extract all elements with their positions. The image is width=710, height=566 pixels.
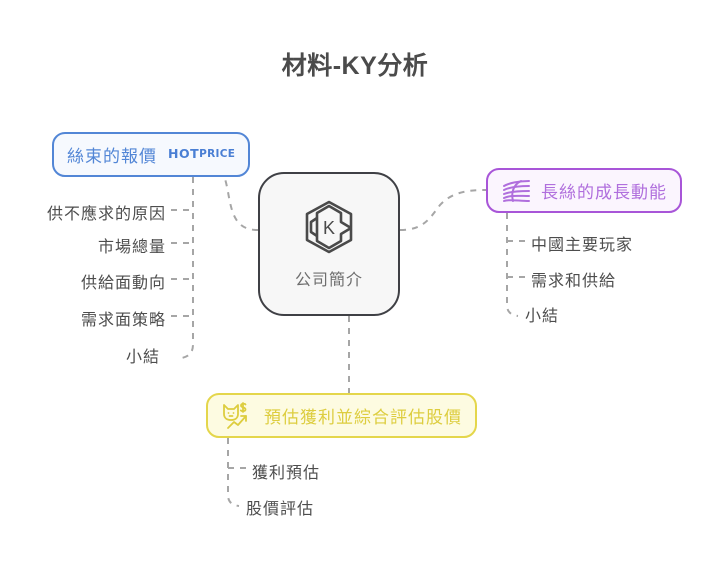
leaf-label[interactable]: 小結: [125, 349, 160, 366]
leaf-label[interactable]: 供給面動向: [80, 275, 166, 292]
leaf-label[interactable]: 獲利預估: [252, 465, 321, 482]
leaf-label[interactable]: 股價評估: [246, 501, 315, 518]
central-node[interactable]: K 公司簡介: [258, 172, 400, 316]
branch-node-profit-valuation-label: 預估獲利並綜合評估股價: [264, 408, 462, 427]
edge-center-to-purple: [399, 189, 487, 231]
fiber-strands-icon: [501, 178, 531, 204]
page-title: 材料-KY分析: [281, 52, 429, 80]
cat-dollar-trend-icon: [221, 401, 255, 431]
leaf-label[interactable]: 需求和供給: [531, 273, 617, 290]
central-node-label: 公司簡介: [294, 272, 363, 289]
edge-yellow-trunk: [227, 438, 240, 507]
branch-node-filament-growth[interactable]: 長絲的成長動能: [486, 168, 682, 213]
hot-price-badge-icon: HOT PRICE: [168, 146, 236, 162]
leaf-label[interactable]: 中國主要玩家: [531, 237, 634, 254]
leaf-label[interactable]: 供不應求的原因: [46, 206, 166, 223]
branch-node-filament-growth-label: 長絲的成長動能: [541, 183, 667, 202]
leaf-label[interactable]: 小結: [525, 308, 560, 325]
hexagon-k-logo-icon: K: [301, 198, 357, 256]
branch-node-tow-price-label: 絲束的報價: [67, 147, 157, 166]
hot-price-line2: PRICE: [199, 148, 236, 161]
edge-blue-trunk: [181, 177, 194, 359]
branch-node-profit-valuation[interactable]: 預估獲利並綜合評估股價: [206, 393, 477, 438]
branch-node-tow-price[interactable]: 絲束的報價 HOT PRICE: [52, 132, 251, 177]
leaf-label[interactable]: 需求面策略: [80, 312, 166, 329]
edge-purple-trunk: [506, 213, 519, 317]
leaf-label[interactable]: 市場總量: [97, 239, 166, 256]
svg-text:K: K: [323, 218, 335, 238]
hot-price-line1: HOT: [168, 146, 200, 162]
